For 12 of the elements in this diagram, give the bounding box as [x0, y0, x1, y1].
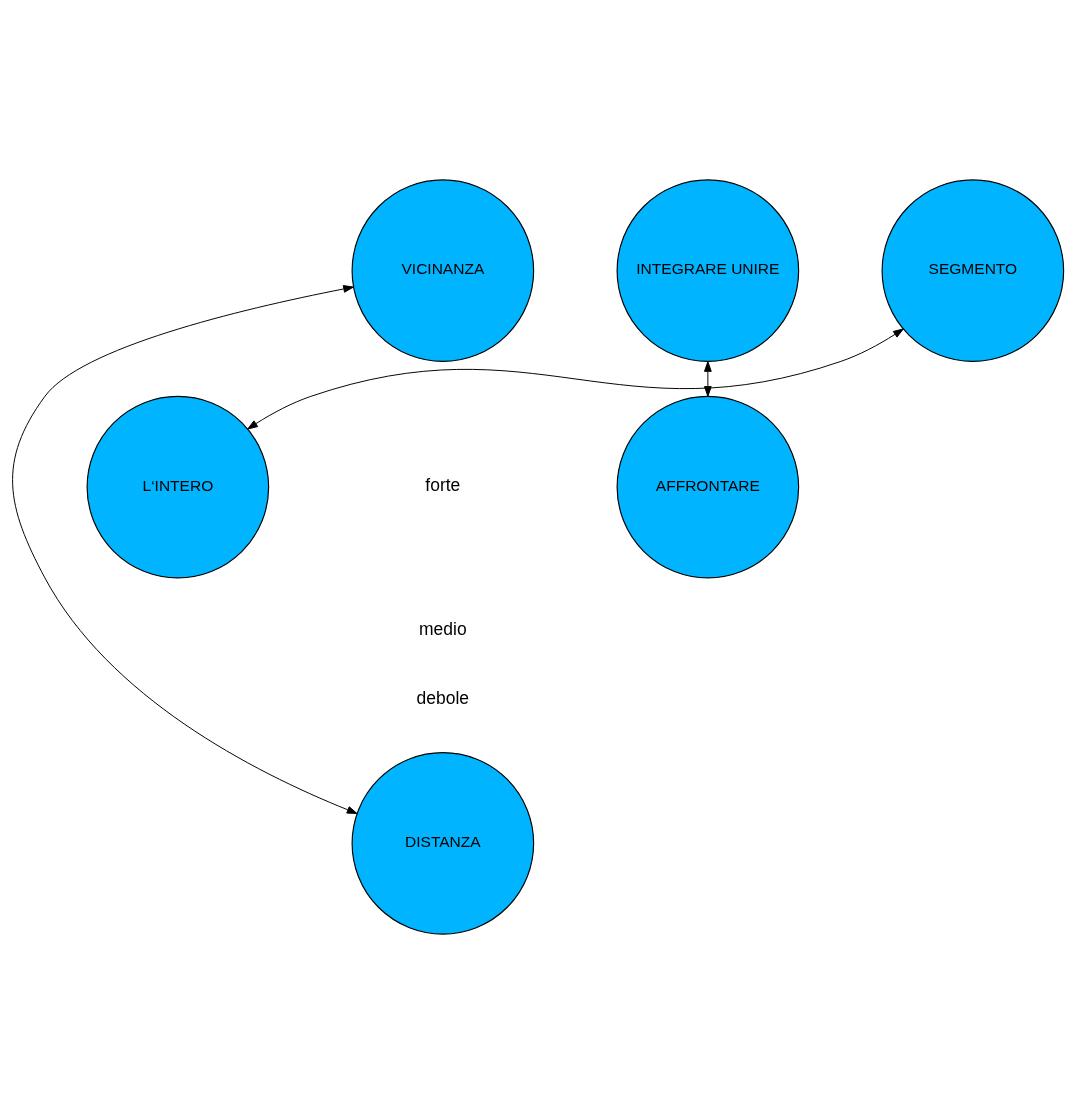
- arrow: [704, 361, 712, 397]
- arrow: [12, 285, 358, 814]
- label: medio: [419, 618, 467, 639]
- node-circle: DISTANZA: [351, 752, 535, 935]
- label: forte: [425, 475, 461, 496]
- node-circle: SEGMENTO: [881, 179, 1065, 362]
- node-circle: AFFRONTARE: [616, 395, 800, 579]
- node-circle: INTEGRARE UNIRE: [616, 179, 800, 362]
- node-circle: VICINANZA: [351, 179, 535, 362]
- arrow: [247, 328, 904, 430]
- label: debole: [416, 688, 470, 709]
- node-circle: L‘INTERO: [86, 395, 270, 579]
